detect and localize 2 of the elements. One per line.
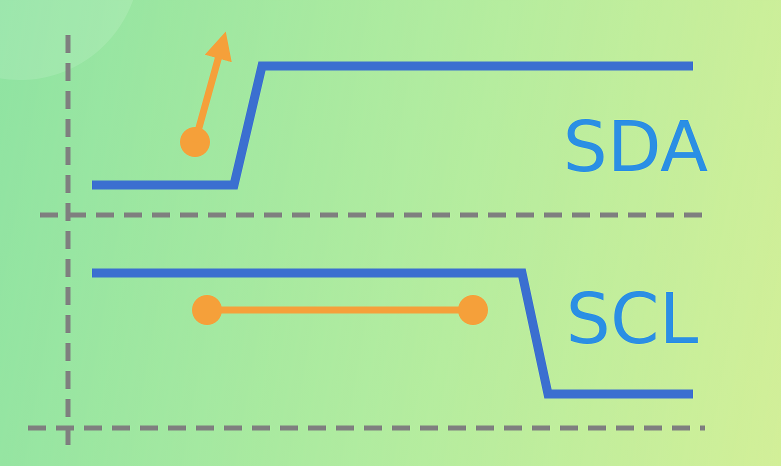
signal-label: SDA	[563, 112, 708, 182]
signal-label: SCL	[566, 284, 698, 354]
